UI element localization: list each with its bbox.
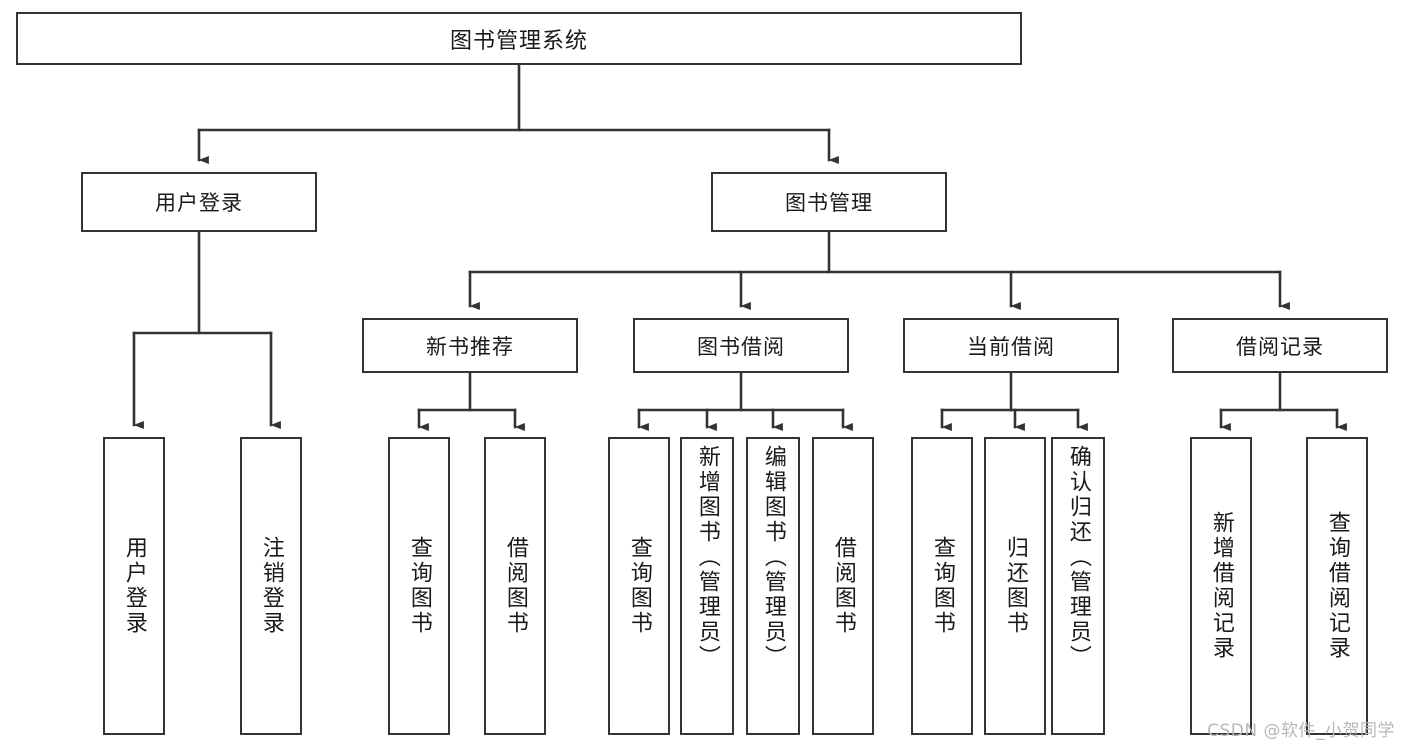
leaf-nb-query-book-label: 查询图书 xyxy=(406,536,432,636)
node-borrow-record[interactable]: 借阅记录 xyxy=(1172,318,1388,373)
leaf-bb-edit-book-label: 编辑图书（管理员） xyxy=(760,445,786,670)
leaf-bb-query-book[interactable]: 查询图书 xyxy=(608,437,670,735)
node-user-login[interactable]: 用户登录 xyxy=(81,172,317,232)
leaf-br-query-record-label: 查询借阅记录 xyxy=(1324,511,1350,661)
node-book-manage[interactable]: 图书管理 xyxy=(711,172,947,232)
leaf-bb-add-book-label: 新增图书（管理员） xyxy=(694,445,720,670)
node-new-book-recommend[interactable]: 新书推荐 xyxy=(362,318,578,373)
leaf-nb-borrow-book[interactable]: 借阅图书 xyxy=(484,437,546,735)
leaf-bb-borrow-book[interactable]: 借阅图书 xyxy=(812,437,874,735)
leaf-br-query-record[interactable]: 查询借阅记录 xyxy=(1306,437,1368,735)
leaf-bb-query-book-label: 查询图书 xyxy=(626,536,652,636)
leaf-cb-confirm-return[interactable]: 确认归还（管理员） xyxy=(1051,437,1105,735)
leaf-nb-query-book[interactable]: 查询图书 xyxy=(388,437,450,735)
leaf-bb-edit-book[interactable]: 编辑图书（管理员） xyxy=(746,437,800,735)
leaf-user-login[interactable]: 用户登录 xyxy=(103,437,165,735)
leaf-user-logout[interactable]: 注销登录 xyxy=(240,437,302,735)
leaf-bb-borrow-book-label: 借阅图书 xyxy=(830,536,856,636)
node-book-manage-label: 图书管理 xyxy=(785,191,873,215)
leaf-user-logout-label: 注销登录 xyxy=(258,536,284,636)
leaf-br-add-record-label: 新增借阅记录 xyxy=(1208,511,1234,661)
leaf-nb-borrow-book-label: 借阅图书 xyxy=(502,536,528,636)
leaf-cb-query-book[interactable]: 查询图书 xyxy=(911,437,973,735)
leaf-user-login-label: 用户登录 xyxy=(121,536,147,636)
node-current-borrow[interactable]: 当前借阅 xyxy=(903,318,1119,373)
leaf-cb-confirm-return-label: 确认归还（管理员） xyxy=(1065,445,1091,670)
node-book-borrow[interactable]: 图书借阅 xyxy=(633,318,849,373)
leaf-cb-query-book-label: 查询图书 xyxy=(929,536,955,636)
node-borrow-record-label: 借阅记录 xyxy=(1236,334,1324,359)
node-root-label: 图书管理系统 xyxy=(449,28,588,54)
leaf-cb-return-book[interactable]: 归还图书 xyxy=(984,437,1046,735)
leaf-cb-return-book-label: 归还图书 xyxy=(1002,536,1028,636)
node-user-login-label: 用户登录 xyxy=(155,191,243,215)
node-book-borrow-label: 图书借阅 xyxy=(697,334,785,359)
node-new-book-recommend-label: 新书推荐 xyxy=(426,334,514,359)
leaf-bb-add-book[interactable]: 新增图书（管理员） xyxy=(680,437,734,735)
leaf-br-add-record[interactable]: 新增借阅记录 xyxy=(1190,437,1252,735)
node-current-borrow-label: 当前借阅 xyxy=(967,334,1055,359)
node-root[interactable]: 图书管理系统 xyxy=(16,12,1022,65)
